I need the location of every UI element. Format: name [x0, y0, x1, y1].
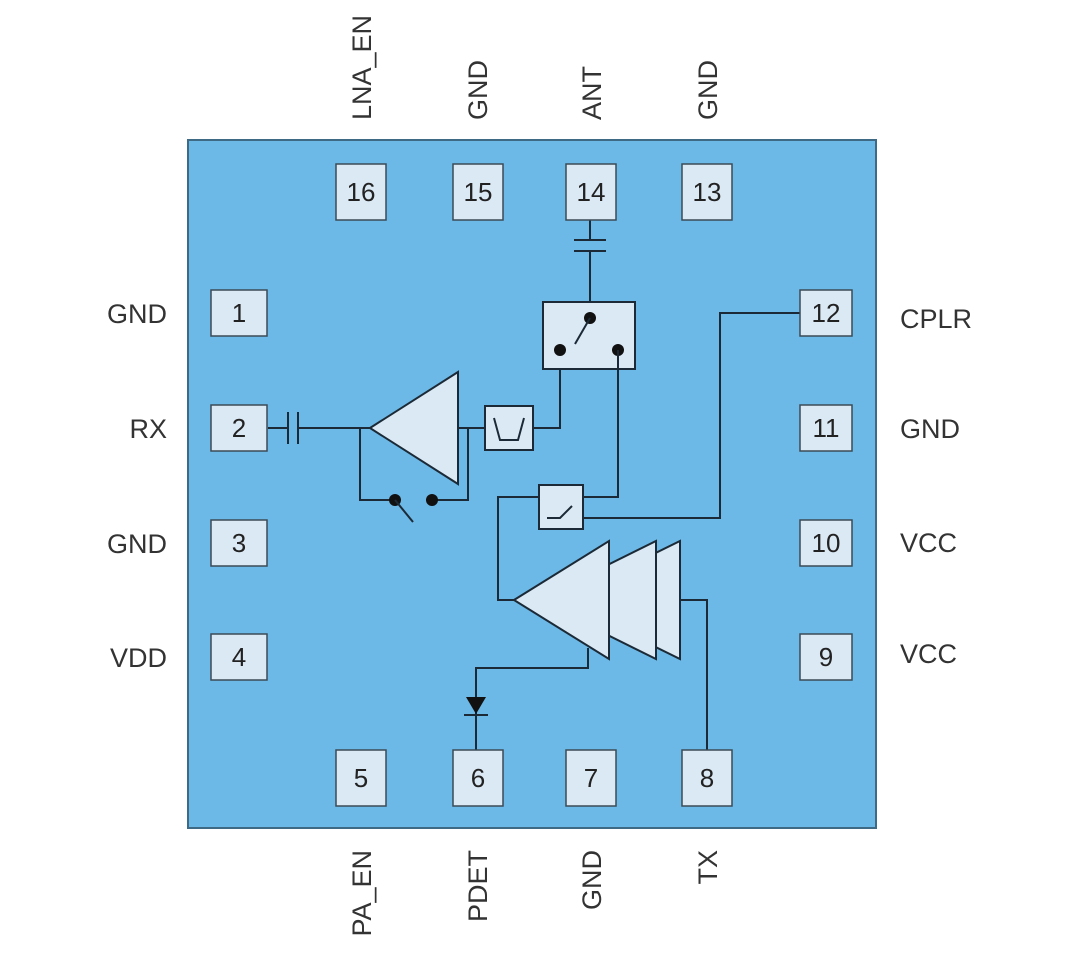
pin-number: 10: [812, 528, 841, 558]
pad-14: [565, 163, 617, 221]
pad-8: [681, 749, 733, 807]
rx-filter: [484, 405, 534, 451]
pin-label: VCC: [900, 528, 957, 558]
pad-2: [210, 404, 268, 452]
pad-7: [565, 749, 617, 807]
pin-labels-bottom: PA_EN PDET GND TX: [347, 850, 723, 937]
pin-label: GND: [900, 414, 960, 444]
pin-label: GND: [107, 529, 167, 559]
pin-number: 7: [584, 763, 598, 793]
pads-bottom: [335, 749, 733, 807]
pin-label: GND: [107, 299, 167, 329]
chip-package: [187, 139, 877, 829]
pin-number: 4: [232, 642, 246, 672]
pin-label: PDET: [463, 850, 493, 922]
pin-label: CPLR: [900, 304, 972, 334]
pin-labels-top: LNA_EN GND ANT GND: [347, 15, 723, 120]
pads-right: [799, 289, 853, 681]
pad-11: [799, 404, 853, 452]
pad-5: [335, 749, 387, 807]
pa-stage-1: [512, 539, 610, 661]
pin-number: 3: [232, 528, 246, 558]
pad-3: [210, 519, 268, 567]
pad-6: [452, 749, 504, 807]
detector-diode: [466, 697, 486, 714]
pin-number: 14: [577, 177, 606, 207]
pin-label: RX: [129, 414, 167, 444]
pin-label: GND: [463, 60, 493, 120]
pin-numbers: 1 2 3 4 5 6 7 8 9 10 11 12 13 14 15 16: [232, 177, 841, 793]
pin-labels-left: GND RX GND VDD: [107, 299, 167, 673]
pad-9: [799, 633, 853, 681]
pin-number: 6: [471, 763, 485, 793]
pin-label: ANT: [577, 66, 607, 120]
pin-number: 9: [819, 642, 833, 672]
pin-label: GND: [693, 60, 723, 120]
pin-label: TX: [693, 850, 723, 885]
pin-label: PA_EN: [347, 850, 377, 937]
pin-number: 16: [347, 177, 376, 207]
pad-1: [210, 289, 268, 337]
pin-label: GND: [577, 850, 607, 910]
pin-number: 5: [354, 763, 368, 793]
pin-label: LNA_EN: [347, 15, 377, 120]
pin-labels-right: VCC VCC GND CPLR: [900, 304, 972, 669]
internal-circuit: [268, 220, 800, 750]
coupler: [538, 484, 584, 530]
pin-number: 1: [232, 298, 246, 328]
pin-number: 15: [464, 177, 493, 207]
antenna-switch: [542, 301, 636, 370]
bypass-switch-arm: [394, 499, 414, 523]
pad-15: [452, 163, 504, 221]
pads-left: [210, 289, 268, 681]
pin-number: 8: [700, 763, 714, 793]
pin-number: 12: [812, 298, 841, 328]
pin-number: 11: [813, 413, 840, 443]
pads-top: [335, 163, 733, 221]
pin-label: VDD: [110, 643, 167, 673]
pad-10: [799, 519, 853, 567]
pad-4: [210, 633, 268, 681]
pad-12: [799, 289, 853, 337]
pin-label: VCC: [900, 639, 957, 669]
pad-16: [335, 163, 387, 221]
pin-number: 2: [232, 413, 246, 443]
pad-13: [681, 163, 733, 221]
pin-number: 13: [693, 177, 722, 207]
